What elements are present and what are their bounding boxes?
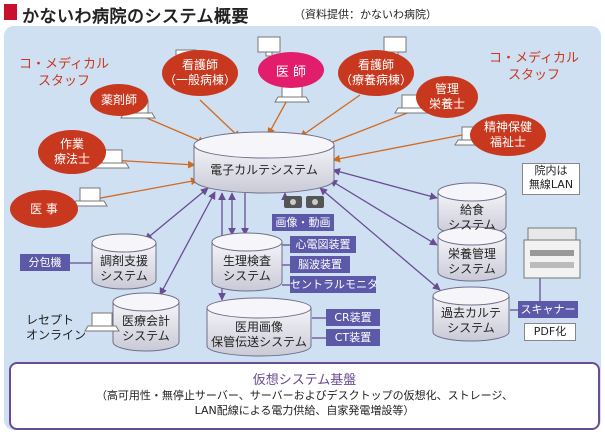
accounting-cylinder <box>112 292 180 352</box>
staff-label-left: コ・メディカル スタッフ <box>18 57 110 89</box>
role-therapist-label: 作業 療法士 <box>53 137 90 166</box>
meal-cylinder <box>437 182 507 236</box>
role-dietitian-label: 管理 栄養士 <box>428 82 465 111</box>
packaging-tag: 分包機 <box>20 254 70 271</box>
arrow-dietitian <box>324 109 416 147</box>
emr-cylinder <box>193 131 335 194</box>
central-monitor-tag: セントラルモニタ <box>290 276 378 293</box>
pdf-note: PDF化 <box>524 323 576 341</box>
imaging-tag: 画像・動画 <box>272 214 334 231</box>
scanner-device-icon <box>523 227 581 279</box>
pacs-system-label: 医用画像 保管伝送システム <box>211 320 307 349</box>
dispensing-system-label: 調剤支援 システム <box>99 254 148 283</box>
nutrition-cylinder <box>437 226 507 282</box>
eeg-tag: 脳波装置 <box>290 256 350 273</box>
wireless-lan-note: 院内は 無線LAN <box>522 163 580 195</box>
arrow-therapist <box>109 159 196 169</box>
page-title: かないわ病院のシステム概要 <box>22 7 249 27</box>
role-pharmacist-label: 薬剤師 <box>100 92 137 107</box>
past-records-cylinder <box>432 286 510 342</box>
role-dietitian: 管理 栄養士 <box>416 76 478 118</box>
role-doctor-label: 医 師 <box>275 64 307 80</box>
role-doctor: 医 師 <box>258 52 324 88</box>
accounting-system-label: 医療会計 システム <box>121 314 170 343</box>
laptop-icon <box>394 94 430 114</box>
emr-system-label: 電子カルテシステム <box>210 163 318 177</box>
arrow-emr-meal <box>332 168 438 200</box>
role-nurse-care-label: 看護師 （療養病棟） <box>339 58 412 87</box>
role-pharmacist: 薬剤師 <box>90 84 148 116</box>
receipt-online-label: レセプト オンライン <box>26 313 87 342</box>
arrow-psych-worker <box>332 134 463 163</box>
physio-cylinder <box>211 232 283 292</box>
role-psych-worker: 精神保健 福祉士 <box>470 114 546 156</box>
pacs-cylinder <box>206 297 312 357</box>
virtual-system-box: 仮想システム基盤 （高可用性・無停止サーバー、サーバーおよびデスクトップの仮想化… <box>9 362 600 430</box>
laptop-icon <box>72 187 108 207</box>
role-nurse-care: 看護師 （療養病棟） <box>338 50 414 96</box>
physio-system-label: 生理検査 システム <box>222 254 271 283</box>
arrow-emr-past <box>319 187 441 291</box>
ecg-tag: 心電図装置 <box>290 236 356 253</box>
camera-icon <box>306 196 324 208</box>
past-records-system-label: 過去カルテ システム <box>440 306 501 335</box>
ct-tag: CT装置 <box>326 329 380 346</box>
title-bar: かないわ病院のシステム概要 （資料提供：かないわ病院） <box>0 0 605 27</box>
arrow-emr-dispensing <box>144 187 209 241</box>
role-therapist: 作業 療法士 <box>38 130 106 174</box>
dispensing-cylinder <box>91 233 157 290</box>
arrow-nurse-care <box>299 94 361 138</box>
meal-system-label: 給食 システム <box>448 203 496 232</box>
cr-tag: CR装置 <box>326 309 380 326</box>
arrow-nurse-general <box>199 99 241 139</box>
role-psych-worker-label: 精神保健 福祉士 <box>483 120 532 149</box>
role-medical-affairs-label: 医 事 <box>30 201 58 216</box>
source-credit: （資料提供：かないわ病院） <box>294 8 437 21</box>
arrow-emr-accounting <box>159 191 216 296</box>
laptop-icon <box>84 312 120 332</box>
nutrition-system-label: 栄養管理 システム <box>447 247 496 276</box>
role-nurse-general: 看護師 （一般病棟） <box>162 50 238 96</box>
camera-icon <box>284 196 302 208</box>
virtual-system-description: （高可用性・無停止サーバー、サーバーおよびデスクトップの仮想化、ストレージ、 L… <box>95 389 514 417</box>
arrow-medical-affairs <box>89 177 199 201</box>
role-nurse-general-label: 看護師 （一般病棟） <box>163 58 236 87</box>
laptop-icon <box>94 149 130 169</box>
scanner-tag: スキャナー <box>518 301 578 318</box>
virtual-system-title: 仮想システム基盤 <box>252 373 357 388</box>
role-medical-affairs: 医 事 <box>10 190 78 228</box>
staff-label-right: コ・メディカル スタッフ <box>488 51 580 83</box>
title-marker <box>4 4 17 20</box>
